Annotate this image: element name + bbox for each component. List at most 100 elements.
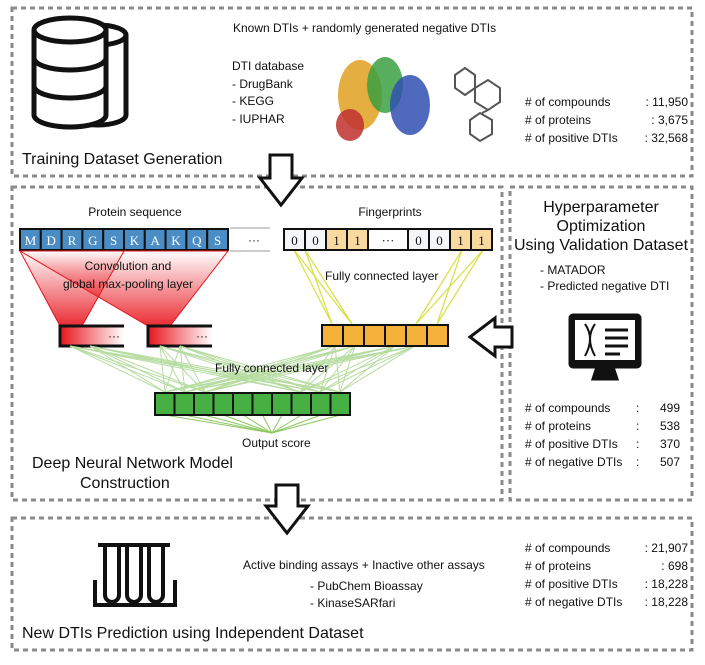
hyper-item-negative: - Predicted negative DTI xyxy=(540,279,669,293)
fingerprints-title: Fingerprints xyxy=(358,205,421,219)
svg-text:···: ··· xyxy=(108,329,120,343)
db-title: DTI database xyxy=(232,59,304,73)
fingerprint-neuron xyxy=(321,324,344,347)
db-kegg: - KEGG xyxy=(232,94,274,108)
svg-text:# of positive DTIs: # of positive DTIs xyxy=(525,131,618,145)
svg-text:: 698: : 698 xyxy=(661,559,688,573)
svg-text:538: 538 xyxy=(660,419,680,433)
svg-text:# of compounds: # of compounds xyxy=(525,401,610,415)
fingerprint-neuron xyxy=(384,324,407,347)
svg-text:# of proteins: # of proteins xyxy=(525,559,591,573)
sequence-letter: R xyxy=(68,233,77,248)
dense-neuron xyxy=(271,392,293,416)
svg-text:# of positive DTIs: # of positive DTIs xyxy=(525,437,618,451)
sequence-letter: S xyxy=(110,233,117,248)
fc-fingerprint-label: Fully connected layer xyxy=(325,269,438,283)
training-header: Known DTIs + randomly generated negative… xyxy=(233,21,496,35)
fingerprint-neuron xyxy=(363,324,386,347)
sequence-letter: S xyxy=(214,233,221,248)
svg-text::: : xyxy=(636,437,639,451)
prediction-box xyxy=(10,516,694,652)
svg-text::: : xyxy=(636,419,639,433)
fingerprint-neuron xyxy=(342,324,365,347)
db-iuphar: - IUPHAR xyxy=(232,112,285,126)
sequence-letter: G xyxy=(88,233,97,248)
dense-neuron xyxy=(193,392,215,416)
fingerprint-bit: 1 xyxy=(478,233,485,248)
fingerprint-bit: 0 xyxy=(415,233,422,248)
prediction-title: New DTIs Prediction using Independent Da… xyxy=(22,625,364,642)
dense-neuron xyxy=(310,392,332,416)
fingerprint-dense-layer xyxy=(321,324,449,347)
svg-text:# of proteins: # of proteins xyxy=(525,419,591,433)
svg-text:: 18,228: : 18,228 xyxy=(645,577,689,591)
training-stats: # of compounds : 11,950 # of proteins : 3,… xyxy=(525,95,688,145)
prediction-header: Active binding assays + Inactive other a… xyxy=(243,558,485,572)
dnn-title-2: Construction xyxy=(80,475,170,492)
dense-neuron xyxy=(173,392,195,416)
svg-text:: 3,675: : 3,675 xyxy=(651,113,688,127)
db-drugbank: - DrugBank xyxy=(232,77,294,91)
dense-neuron xyxy=(329,392,351,416)
svg-text:: 21,907: : 21,907 xyxy=(645,541,689,555)
fingerprint-bit: 1 xyxy=(457,233,464,248)
sequence-letter: K xyxy=(130,233,140,248)
protein-sequence-title: Protein sequence xyxy=(88,205,182,219)
fingerprint-neuron xyxy=(405,324,428,347)
fc-label: Fully connected layer xyxy=(215,361,328,375)
fingerprint-bit: 0 xyxy=(312,233,319,248)
dense-neuron xyxy=(290,392,312,416)
arrow-down-icon xyxy=(256,153,306,208)
fingerprint-bit: ··· xyxy=(382,233,395,248)
svg-text:# of compounds: # of compounds xyxy=(525,95,610,109)
fingerprint-bit: 1 xyxy=(354,233,361,248)
sequence-ellipsis: ··· xyxy=(248,233,260,247)
svg-text:507: 507 xyxy=(660,455,680,469)
conv-label-1: Convolution and xyxy=(85,259,172,273)
svg-text:370: 370 xyxy=(660,437,680,451)
test-tubes-icon xyxy=(93,543,177,607)
database-icon xyxy=(31,15,129,130)
svg-text:# of negative DTIs: # of negative DTIs xyxy=(525,595,622,609)
svg-text:499: 499 xyxy=(660,401,680,415)
prediction-stats: # of compounds : 21,907 # of proteins : 69… xyxy=(525,541,688,609)
connection-lines xyxy=(69,249,484,434)
monitor-dna-icon xyxy=(568,313,642,381)
svg-text::: : xyxy=(636,455,639,469)
conv-label-2: global max-pooling layer xyxy=(63,277,193,291)
pred-item-pubchem: - PubChem Bioassay xyxy=(310,579,423,593)
fingerprint-bit: 0 xyxy=(291,233,298,248)
dense-neuron xyxy=(212,392,234,416)
dense-neuron xyxy=(232,392,254,416)
arrow-down-icon xyxy=(262,483,312,536)
dense-neuron xyxy=(251,392,273,416)
svg-text:# of compounds: # of compounds xyxy=(525,541,610,555)
protein-structure-image xyxy=(336,57,430,141)
fingerprint-bit: 0 xyxy=(436,233,443,248)
fingerprint-neuron xyxy=(426,324,449,347)
training-box xyxy=(10,6,694,178)
training-title: Training Dataset Generation xyxy=(22,151,222,168)
molecule-image xyxy=(454,66,501,143)
dense-neuron xyxy=(154,392,176,416)
hyper-stats: # of compounds: 499 # of proteins: 538 # o… xyxy=(525,401,680,469)
svg-text:# of proteins: # of proteins xyxy=(525,113,591,127)
arrow-left-icon xyxy=(467,314,514,360)
fingerprint-bit: 1 xyxy=(333,233,340,248)
hyper-title-3: Using Validation Dataset xyxy=(514,237,689,254)
pooled-feature-1: ··· xyxy=(58,324,124,348)
pred-item-kinase: - KinaseSARfari xyxy=(310,596,395,610)
output-score-label: Output score xyxy=(242,436,311,450)
pooled-feature-2: ··· xyxy=(146,324,212,348)
hyper-title-1: Hyperparameter xyxy=(543,199,659,216)
svg-text:: 11,950: : 11,950 xyxy=(646,95,689,109)
svg-text:···: ··· xyxy=(196,329,208,343)
sequence-letter: M xyxy=(25,233,37,248)
sequence-letter: K xyxy=(171,233,181,248)
hyper-item-matador: - MATADOR xyxy=(540,263,606,277)
sequence-letter: A xyxy=(151,233,161,248)
